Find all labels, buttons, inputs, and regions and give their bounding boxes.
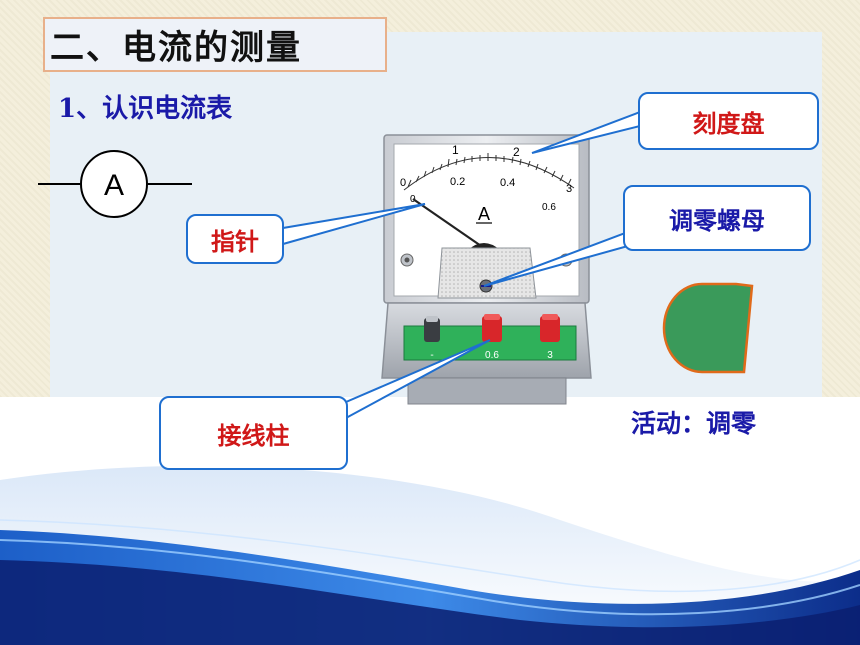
scale-bottom-1: 0.2 [450,176,465,188]
terminal-negative[interactable] [424,316,440,342]
label-dial: 刻度盘 [638,92,819,150]
pointer-needle [282,203,426,246]
scale-bottom-3: 0.6 [542,202,556,213]
zero-adjust-knob[interactable] [662,280,756,376]
terminal-label-3: 3 [547,350,553,361]
slide-title: 二、电流的测量 [50,28,302,68]
scale-bottom-2: 0.4 [500,177,515,189]
activity-label: 活动：调零 [631,409,757,438]
label-terminal: 接线柱 [159,396,348,470]
scale-top-1: 1 [452,143,459,157]
pointer-terminal [345,339,491,420]
title-box [43,17,387,72]
scale-top-0: 0 [400,177,406,189]
ammeter-symbol: A [38,150,192,218]
dial-letter: A [478,204,490,224]
terminal-3[interactable] [540,314,560,342]
ammeter-symbol-letter: A [104,169,124,202]
scale-top-2: 2 [513,145,520,159]
terminal-label-negative: - [430,350,433,361]
label-zero-screw: 调零螺母 [623,185,811,251]
wave-decoration [0,440,860,645]
terminal-0-6[interactable] [482,314,502,342]
scale-top-3: 3 [566,183,572,195]
meter-needle [412,198,485,249]
label-needle: 指针 [186,214,284,264]
pointer-zero-screw [483,230,629,287]
pointer-dial [531,110,641,154]
terminal-label-0-6: 0.6 [485,350,499,361]
slide-subtitle: 1、认识电流表 [58,94,233,124]
